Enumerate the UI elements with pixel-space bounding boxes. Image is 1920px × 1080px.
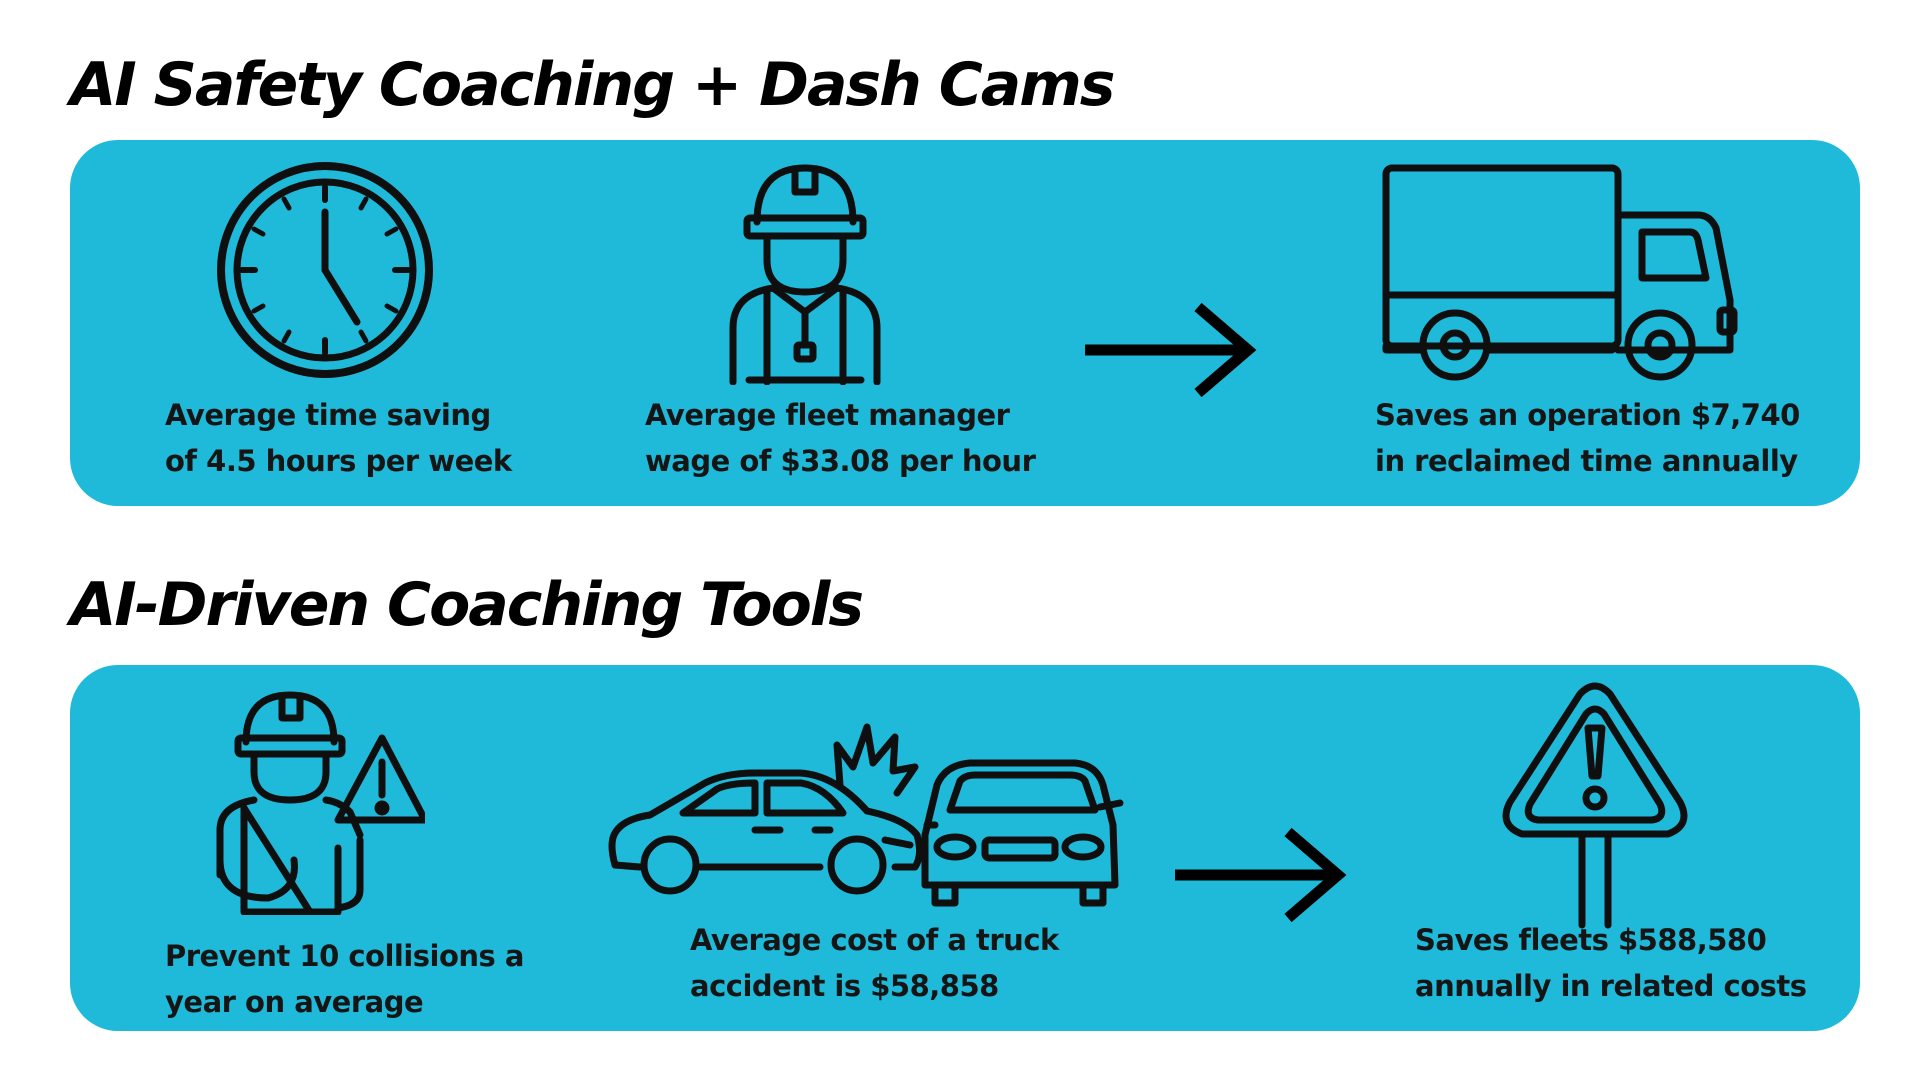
accident-cost-caption: Average cost of a truck accident is $58,… — [690, 923, 1059, 1003]
section-title-coaching-tools: AI-Driven Coaching Tools — [70, 570, 864, 640]
arrow-right-icon — [1170, 825, 1350, 925]
arrow-right-icon — [1080, 300, 1260, 400]
fleet-manager-icon — [715, 160, 895, 385]
clock-icon — [215, 160, 435, 380]
warning-sign-icon — [1500, 680, 1690, 930]
coaching-tools-panel: Prevent 10 collisions a year on average … — [70, 665, 1860, 1031]
fleet-savings-caption: Saves fleets $588,580 annually in relate… — [1415, 923, 1807, 1003]
prevent-collisions-caption: Prevent 10 collisions a year on average — [165, 939, 525, 1019]
manager-wage-caption: Average fleet manager wage of $33.08 per… — [645, 398, 1036, 478]
section-title-safety-coaching: AI Safety Coaching + Dash Cams — [70, 50, 1115, 120]
time-saving-caption: Average time saving of 4.5 hours per wee… — [165, 398, 512, 478]
savings-caption: Saves an operation $7,740 in reclaimed t… — [1375, 398, 1800, 478]
injured-worker-warning-icon — [210, 690, 425, 915]
safety-coaching-panel: Average time saving of 4.5 hours per wee… — [70, 140, 1860, 506]
car-collision-icon — [605, 715, 1125, 915]
truck-icon — [1380, 160, 1740, 385]
